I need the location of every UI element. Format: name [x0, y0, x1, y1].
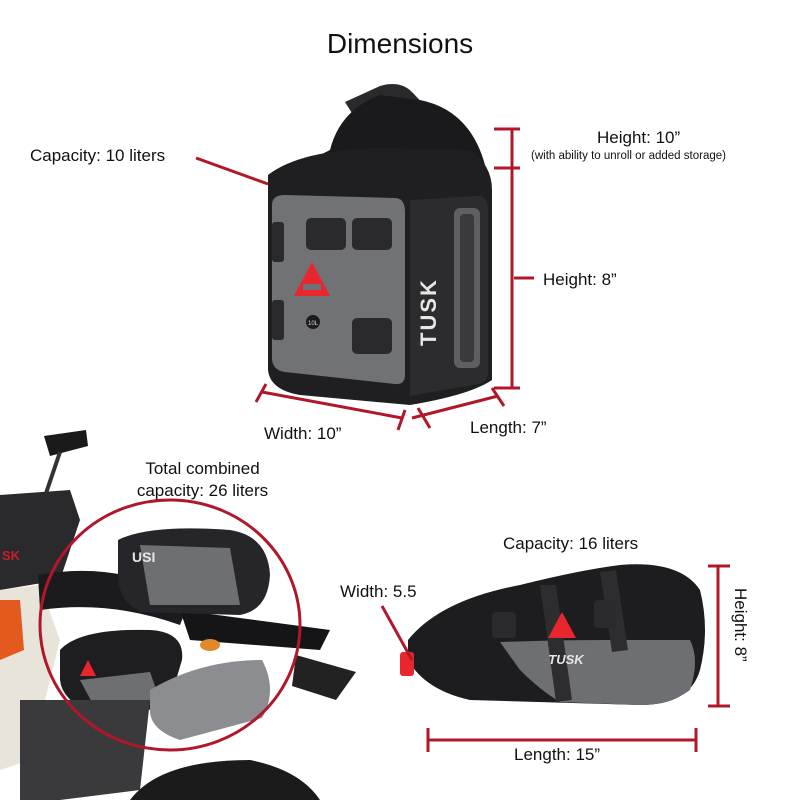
top-bag-height-label: Height: 8”: [543, 270, 617, 289]
tank-bag: [0, 490, 80, 590]
side-bag-height-label: Height: 8”: [731, 588, 750, 662]
top-bag-dimension-lines: [195, 127, 534, 431]
license-plate-holder: [292, 655, 356, 700]
strap-loop-1: [306, 218, 346, 250]
svg-text:SK: SK: [2, 548, 21, 563]
turn-signal: [200, 639, 220, 651]
top-bag-height-note: (with ability to unroll or added storage…: [531, 150, 726, 162]
strap-loop-2: [352, 218, 392, 250]
mirror: [44, 430, 88, 456]
size-badge-text: 10L: [308, 321, 319, 327]
top-bag-capacity-label: Capacity: 10 liters: [30, 146, 166, 165]
side-bag-width-label: Width: 5.5: [340, 582, 417, 601]
saddle-bag-brand: TUSK: [548, 652, 585, 667]
width-line: [261, 390, 403, 420]
top-bag-length-label: Length: 7”: [470, 418, 547, 437]
svg-text:USI: USI: [132, 549, 155, 565]
side-saddle-bag-product: TUSK: [400, 564, 705, 705]
width-leader-line: [380, 605, 414, 661]
motorcycle-photo: SK USI: [0, 430, 356, 800]
top-bag-width-label: Width: 10”: [264, 424, 342, 443]
combined-capacity-line-1: Total combined: [145, 459, 260, 478]
roll-top-handle: [345, 84, 448, 140]
page-title: Dimensions: [326, 28, 474, 59]
top-dry-bag: 10L TUSK: [268, 84, 492, 405]
top-bag-rolled-height-label: Height: 10”: [597, 128, 681, 147]
capacity-leader-line: [195, 156, 269, 186]
rear-wheel: [130, 760, 320, 800]
engine: [20, 700, 150, 800]
buckle-1: [492, 612, 516, 638]
red-pull-tab: [400, 652, 414, 676]
rear-fender: [180, 610, 330, 650]
buckle-2: [594, 600, 616, 628]
side-bag-capacity-label: Capacity: 16 liters: [503, 534, 639, 553]
strap-loop-3: [352, 318, 392, 354]
saddle-bag-gray-panel: [500, 640, 695, 705]
exhaust: [150, 660, 270, 740]
saddle-tusk-logo-icon: [548, 612, 576, 638]
side-bag-dimension-lines: [380, 564, 730, 752]
combined-capacity-label: Total combined capacity: 26 liters: [120, 458, 285, 502]
side-bag-length-label: Length: 15”: [514, 745, 601, 764]
highlight-circle: [38, 498, 302, 752]
roll-top: [300, 95, 485, 165]
length-line: [411, 394, 499, 420]
strap-1: [540, 585, 572, 702]
combined-capacity-line-2: capacity: 26 liters: [136, 481, 269, 500]
size-badge-icon: [306, 315, 320, 329]
top-bag-brand: TUSK: [416, 278, 441, 346]
